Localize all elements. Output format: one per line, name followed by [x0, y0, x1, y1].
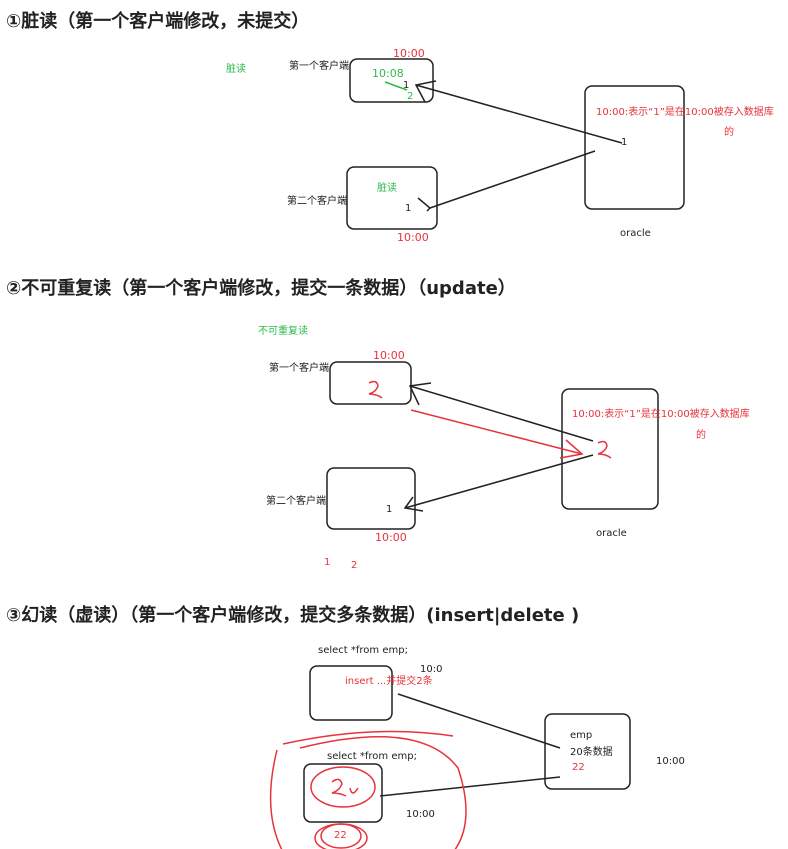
handwritten-2	[368, 380, 383, 399]
red-circle	[310, 766, 376, 808]
client1-action: insert ...并提交2条	[345, 676, 433, 687]
link-client1-emp	[397, 693, 561, 749]
strike-mark	[384, 81, 408, 91]
db-name: oracle	[596, 528, 627, 539]
red-circle-scribble	[269, 730, 467, 849]
table-rows-new: 22	[572, 762, 585, 773]
client2-result: 22	[334, 830, 347, 841]
label-non-repeatable-read: 不可重复读	[258, 326, 308, 337]
client1-label: 第一个客户端	[289, 61, 349, 72]
client2-label: 第二个客户端	[266, 496, 326, 507]
client1-old-value: 1	[403, 80, 410, 91]
client1-box	[309, 665, 393, 721]
db-value: 1	[621, 137, 628, 148]
handwritten-2	[597, 440, 612, 459]
client2-time: 10:00	[406, 809, 435, 820]
read-2: 2	[351, 560, 358, 571]
client2-value: 1	[386, 504, 393, 515]
client1-time: 10:0	[420, 664, 443, 675]
arrowhead	[408, 382, 432, 406]
db-note-cont: 的	[696, 430, 706, 441]
arrow-db-to-client2	[404, 454, 594, 509]
client1-time-new: 10:08	[372, 67, 404, 80]
arrowhead	[403, 496, 424, 512]
client1-label: 第一个客户端	[269, 363, 329, 374]
db-name: oracle	[620, 228, 651, 239]
client1-box	[349, 58, 434, 103]
label-dirty-read: 脏读	[226, 64, 246, 75]
db-note: 10:00:表示“1”是在10:00被存入数据库	[572, 409, 750, 420]
client1-time: 10:00	[393, 47, 425, 60]
arrow-db-to-client2	[429, 150, 596, 209]
client2-dirty-label: 脏读	[377, 183, 397, 194]
client1-new-value: 2	[407, 91, 414, 102]
red-update-arrow	[410, 409, 583, 455]
read-1: 1	[324, 557, 331, 568]
client2-box	[303, 763, 383, 823]
query1: select *from emp;	[318, 645, 408, 656]
link-client2-emp	[379, 776, 561, 797]
arrowhead	[414, 80, 437, 103]
heading-non-repeatable-read: ②不可重复读（第一个客户端修改，提交一条数据）（update）	[6, 278, 516, 299]
arrowhead	[559, 439, 584, 459]
client1-time: 10:00	[373, 349, 405, 362]
db-time: 10:00	[656, 756, 685, 767]
client2-box	[326, 467, 416, 530]
arrowhead	[417, 197, 432, 212]
client2-time: 10:00	[375, 531, 407, 544]
handwritten-20	[331, 778, 359, 797]
client2-label: 第二个客户端	[287, 196, 347, 207]
db-note-cont: 的	[724, 127, 734, 138]
db-note: 10:00:表示“1”是在10:00被存入数据库	[596, 107, 774, 118]
emp-box	[544, 713, 631, 790]
heading-phantom-read: ③幻读（虚读）（第一个客户端修改，提交多条数据）(insert|delete )	[6, 605, 580, 626]
query2: select *from emp;	[327, 751, 417, 762]
table-rows: 20条数据	[570, 747, 613, 758]
client2-time: 10:00	[397, 231, 429, 244]
red-circle	[314, 823, 368, 849]
client2-box	[346, 166, 438, 230]
arrow-db-to-client1	[409, 385, 594, 442]
client1-box	[329, 361, 412, 405]
oracle-box	[584, 85, 685, 210]
heading-dirty-read: ①脏读（第一个客户端修改，未提交）	[6, 11, 310, 32]
client2-value: 1	[405, 203, 412, 214]
table-name: emp	[570, 730, 593, 741]
arrow-db-to-client1	[415, 84, 623, 144]
